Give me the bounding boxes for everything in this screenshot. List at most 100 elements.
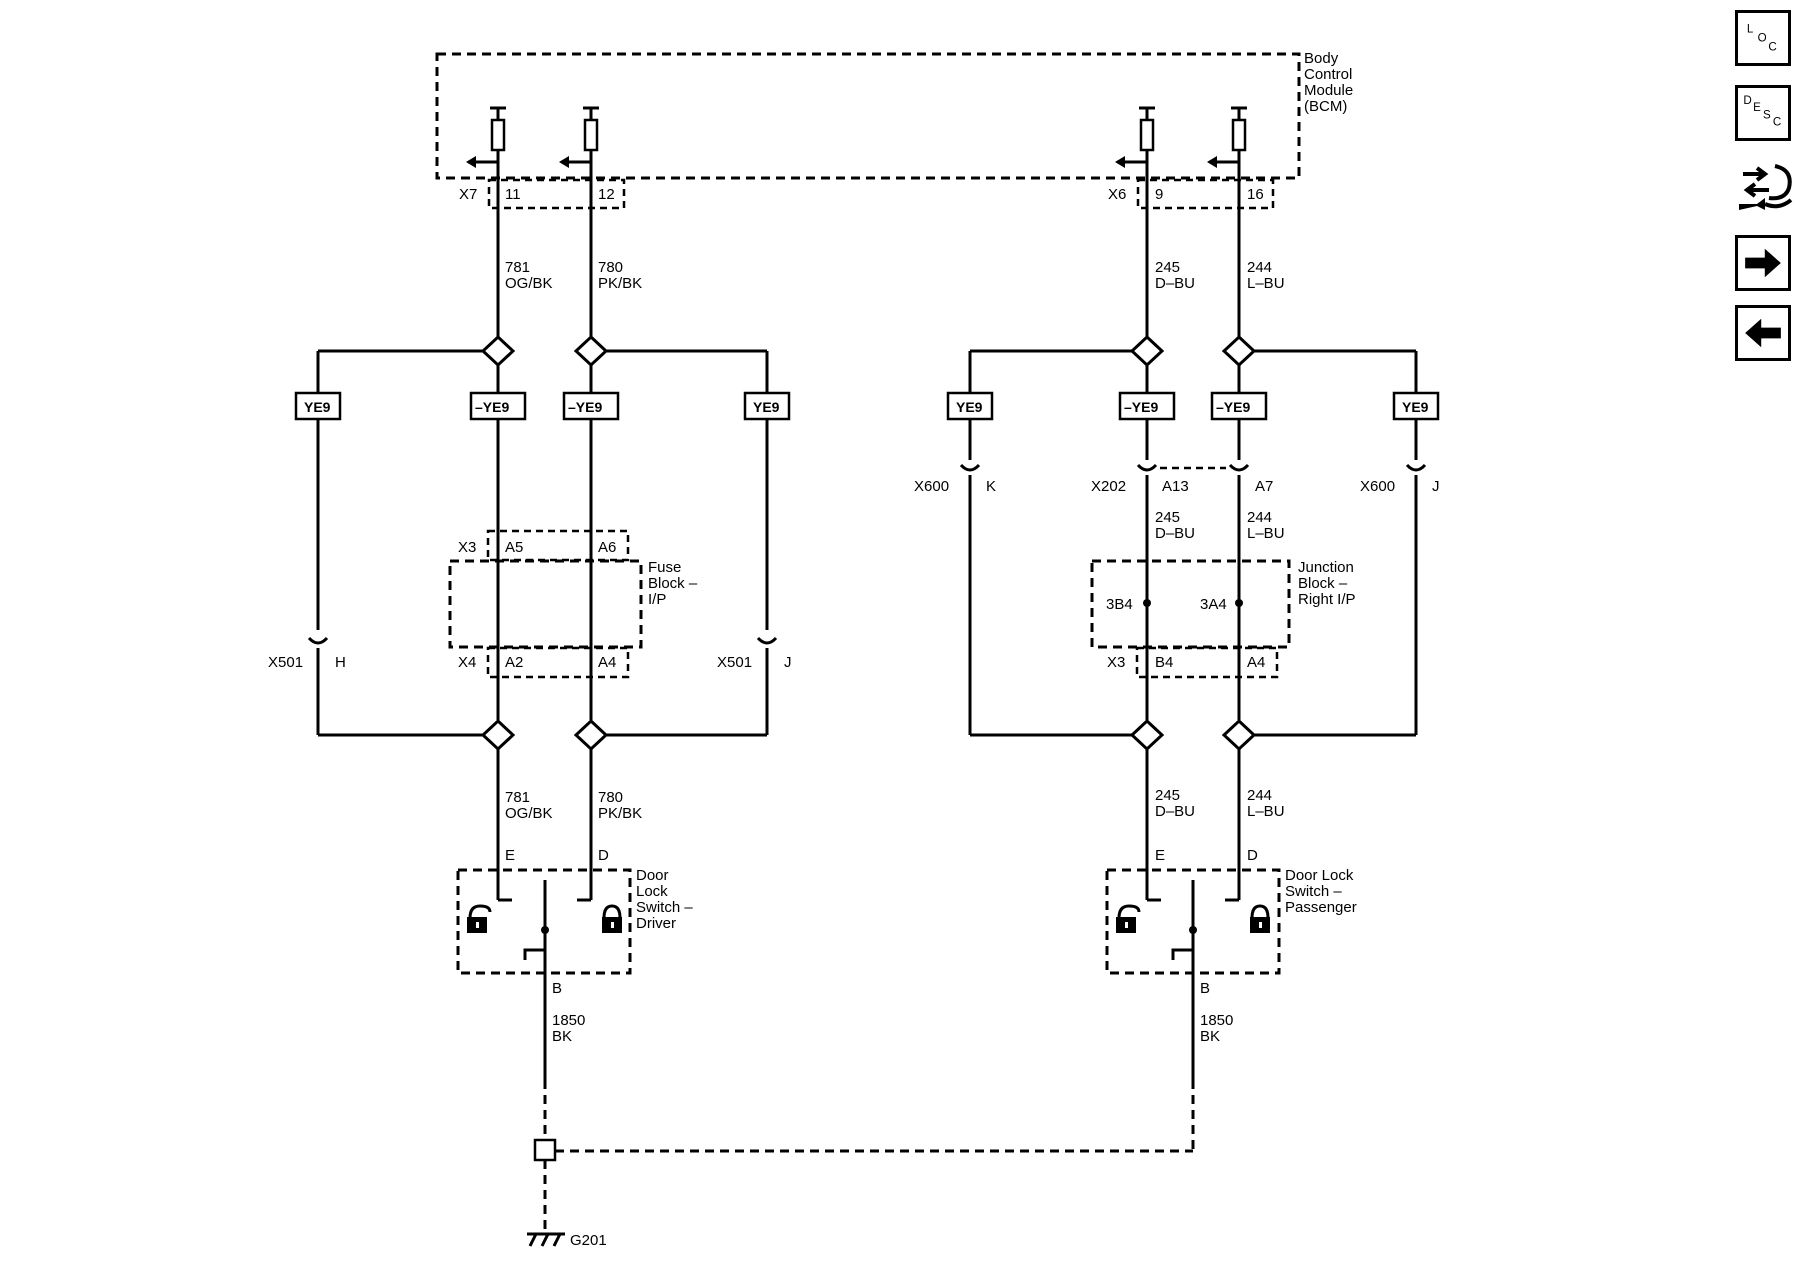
bcm-output-9 <box>1115 106 1155 178</box>
tag-ye9-right-left-outer-text: YE9 <box>956 399 983 415</box>
tag-not-ye9-244-text: –YE9 <box>1216 399 1250 415</box>
pin-3b4: 3B4 <box>1106 596 1133 613</box>
tag-ye9-right-outer-text: YE9 <box>753 399 780 415</box>
driver-switch-label-1: Door <box>636 867 669 884</box>
bcm-output-11 <box>466 106 506 178</box>
passenger-switch-label-3: Passenger <box>1285 899 1357 916</box>
loc-l: L <box>1747 23 1754 36</box>
x7-pin-12: 12 <box>598 186 615 203</box>
lock-icon <box>602 904 622 933</box>
splice-781-bottom <box>480 718 516 752</box>
x501-right-label: X501 <box>717 654 752 671</box>
wire-781-lower: 781 <box>505 789 530 806</box>
pin-a5: A5 <box>505 539 523 556</box>
wire-245-color-upper: D–BU <box>1155 275 1195 292</box>
driver-switch-label-3: Switch – <box>636 899 693 916</box>
ground-icon <box>527 1232 565 1247</box>
wire-780-color-upper: PK/BK <box>598 275 642 292</box>
wire-245-color-lower: D–BU <box>1155 803 1195 820</box>
x600-right-label: X600 <box>1360 478 1395 495</box>
bcm-label-3: Module <box>1304 82 1353 99</box>
wire-bk-left: BK <box>552 1028 572 1045</box>
splice-245-bottom <box>1129 718 1165 752</box>
passenger-switch-pin-e: E <box>1155 847 1165 864</box>
x7-pin-11: 11 <box>505 186 521 203</box>
connector-end-view-icon[interactable] <box>1735 160 1795 220</box>
tag-not-ye9-781-text: –YE9 <box>475 399 509 415</box>
pin-a4-left: A4 <box>598 654 616 671</box>
tag-not-ye9-780-text: –YE9 <box>568 399 602 415</box>
tag-ye9-right-right-outer <box>1392 391 1440 421</box>
tag-ye9-right-right-outer-text: YE9 <box>1402 399 1429 415</box>
arrow-left-icon <box>1745 318 1781 348</box>
pin-a2: A2 <box>505 654 523 671</box>
driver-switch-label-4: Driver <box>636 915 676 932</box>
wire-781-color-lower: OG/BK <box>505 805 553 822</box>
wire-780-lower: 780 <box>598 789 623 806</box>
x600-left-pin: K <box>986 478 996 495</box>
pin-3a4: 3A4 <box>1200 596 1227 613</box>
wire-780-color-lower: PK/BK <box>598 805 642 822</box>
tag-not-ye9-244 <box>1210 391 1268 421</box>
bcm-label-1: Body <box>1304 50 1339 67</box>
wire-244-color-lower: L–BU <box>1247 803 1285 820</box>
previous-page-button[interactable] <box>1735 305 1791 361</box>
ground-label: G201 <box>570 1232 607 1249</box>
x501-left-label: X501 <box>268 654 303 671</box>
wire-780-upper: 780 <box>598 259 623 276</box>
pin-b4: B4 <box>1155 654 1173 671</box>
arrow-right-icon <box>1745 248 1781 278</box>
wire-781-upper: 781 <box>505 259 530 276</box>
desc-s: S <box>1763 108 1771 121</box>
x4-label: X4 <box>458 654 476 671</box>
wire-245-lower: 245 <box>1155 787 1180 804</box>
wire-244-lower: 244 <box>1247 787 1272 804</box>
next-page-button[interactable] <box>1735 235 1791 291</box>
lock-icon <box>1250 904 1270 933</box>
bcm-label-2: Control <box>1304 66 1352 83</box>
tag-not-ye9-781 <box>469 391 527 421</box>
fuse-block-label-3: I/P <box>648 591 666 608</box>
driver-switch-pin-e: E <box>505 847 515 864</box>
x6-label: X6 <box>1108 186 1126 203</box>
wire-245-mid: 245 <box>1155 509 1180 526</box>
connector-x7 <box>487 178 626 210</box>
splice-245-top <box>1129 334 1165 368</box>
x6-pin-9: 9 <box>1155 186 1163 203</box>
junction-block-label-1: Junction <box>1298 559 1354 576</box>
splice-781-top <box>480 334 516 368</box>
wire-bk-right: BK <box>1200 1028 1220 1045</box>
desc-d: D <box>1743 94 1751 107</box>
splice-244-bottom <box>1221 718 1257 752</box>
location-button[interactable]: L O C <box>1735 10 1791 66</box>
wire-244-mid: 244 <box>1247 509 1272 526</box>
unlock-icon <box>1116 904 1141 933</box>
x600-right-pin: J <box>1432 478 1440 495</box>
wire-244-upper: 244 <box>1247 259 1272 276</box>
unlock-icon <box>467 904 492 933</box>
ground-splice <box>533 1138 557 1162</box>
junction-block-label-2: Block – <box>1298 575 1348 592</box>
tag-ye9-right-outer <box>743 391 791 421</box>
x7-label: X7 <box>459 186 477 203</box>
x3-left-label: X3 <box>458 539 476 556</box>
pin-a7: A7 <box>1255 478 1273 495</box>
passenger-switch-pin-d: D <box>1247 847 1258 864</box>
loc-c: C <box>1768 41 1776 54</box>
x501-left-pin: H <box>335 654 346 671</box>
description-button[interactable]: D E S C <box>1735 85 1791 141</box>
x202-label: X202 <box>1091 478 1126 495</box>
fuse-block-label-2: Block – <box>648 575 698 592</box>
driver-switch-label-2: Lock <box>636 883 668 900</box>
x6-pin-16: 16 <box>1247 186 1264 203</box>
connector-x6 <box>1136 178 1275 210</box>
splice-780-top <box>573 334 609 368</box>
wire-244-color-mid: L–BU <box>1247 525 1285 542</box>
splice-780-bottom <box>573 718 609 752</box>
wire-245-color-mid: D–BU <box>1155 525 1195 542</box>
desc-c: C <box>1773 116 1781 129</box>
loc-o: O <box>1758 32 1767 45</box>
tag-not-ye9-780 <box>562 391 620 421</box>
passenger-switch-label-2: Switch – <box>1285 883 1342 900</box>
